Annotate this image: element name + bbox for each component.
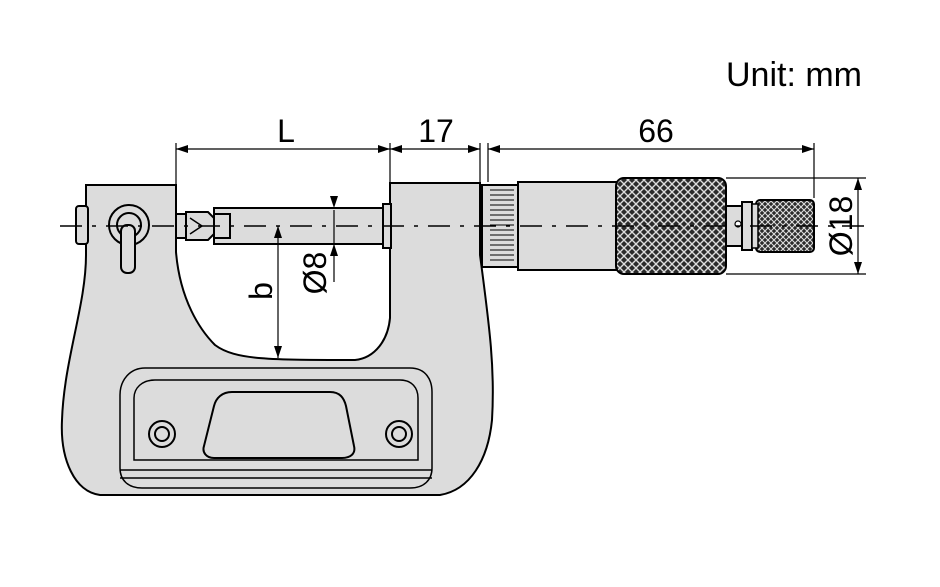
frame-panel-outer: [119, 367, 433, 489]
dimension-dia18: Ø18: [726, 177, 866, 275]
center-plate: [202, 391, 356, 459]
dimension-b: b: [243, 226, 282, 358]
dimension-17: 17: [390, 113, 481, 182]
anvil-lock-icon: [108, 204, 150, 274]
anvil-cap: [75, 205, 89, 245]
dimension-L-label: L: [277, 113, 295, 149]
dimension-66: 66: [487, 113, 815, 198]
dimension-17-label: 17: [418, 113, 454, 149]
grip-ribs: [120, 469, 432, 479]
dimension-dia8-label: Ø8: [297, 252, 333, 295]
screw-left: [148, 420, 176, 448]
frame-panel-inner: [133, 379, 419, 461]
dimension-dia18-label: Ø18: [823, 196, 859, 256]
micrometer-frame: [60, 182, 494, 496]
dimension-L: L: [175, 113, 391, 185]
dimension-dia8: Ø8: [297, 196, 338, 294]
screw-right: [385, 420, 413, 448]
dimension-b-label: b: [243, 282, 279, 300]
dimension-66-label: 66: [638, 113, 674, 149]
unit-label: Unit: mm: [726, 56, 862, 94]
